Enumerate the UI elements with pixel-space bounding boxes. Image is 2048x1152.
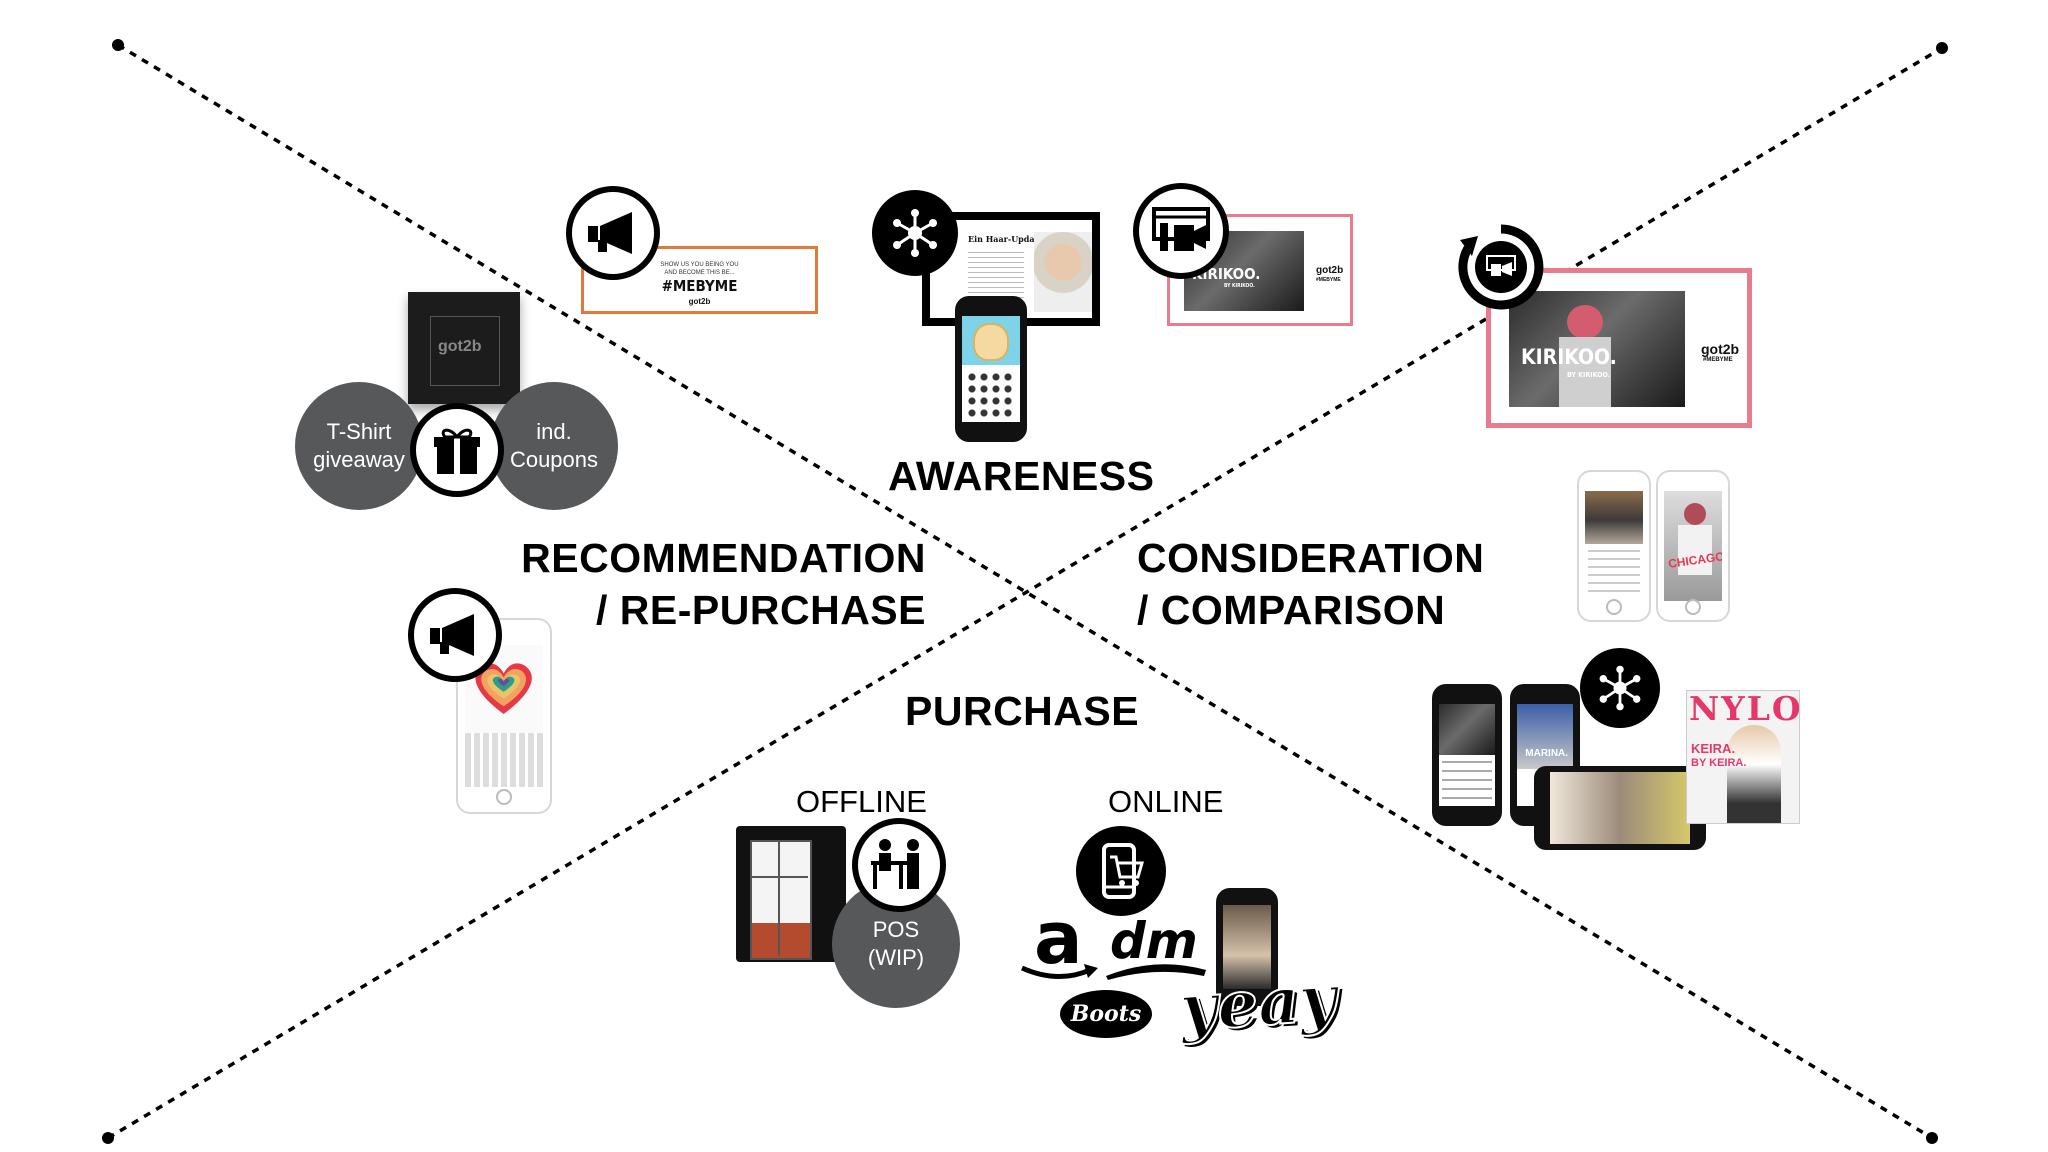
bitmoji-phone-image — [955, 296, 1027, 442]
channel-offline-label: OFFLINE — [796, 784, 927, 819]
channel-online-label: ONLINE — [1108, 784, 1224, 819]
article-title: Ein Haar-Update — [968, 234, 1044, 244]
endpoint-dot-top-right — [1936, 42, 1948, 54]
ind-coupons-circle: ind.Coupons — [490, 382, 618, 510]
consideration-line-2: / COMPARISON — [1137, 587, 1446, 633]
dm-logo: dm — [1110, 912, 1198, 970]
consideration-line-1: CONSIDERATION — [1137, 535, 1485, 581]
recommendation-line-2: / RE-PURCHASE — [596, 587, 926, 633]
magazine-title: NYLON — [1689, 690, 1800, 728]
photo-booth-image — [736, 826, 846, 962]
video-ad-icon-circle — [1133, 183, 1229, 279]
megaphone-icon-circle-recommendation — [408, 588, 502, 682]
megaphone-icon — [430, 614, 474, 656]
endpoint-dot-bottom-right — [1926, 1132, 1938, 1144]
diagonal-bottom-left-to-top-right — [107, 46, 1943, 1140]
yeay-logo: yeay — [1177, 960, 1340, 1048]
heart-sticker — [475, 663, 533, 714]
diagonal-top-left-to-bottom-right — [117, 43, 1933, 1140]
magazine-cover-text-1: KEIRA. — [1691, 741, 1736, 756]
megaphone-icon — [588, 212, 632, 254]
mebyme-hashtag: #MEBYME — [661, 277, 738, 295]
endpoint-dot-bottom-left — [102, 1132, 114, 1144]
phone-caption: MARINA. — [1525, 747, 1569, 759]
box-logo: got2b — [438, 338, 482, 355]
refresh-video-icon-circle — [1456, 222, 1546, 312]
product-box-image: got2b — [408, 292, 520, 404]
amazon-logo: a — [1034, 896, 1083, 980]
endpoint-dot-top-left — [112, 39, 124, 51]
banner-small-line-2: AND BECOME THIS BE... — [664, 270, 735, 276]
network-icon-circle-consideration — [1580, 648, 1660, 728]
mobile-cart-icon — [1102, 843, 1144, 899]
magazine-cover-text-2: BY KEIRA. — [1691, 757, 1747, 769]
network-icon-circle-awareness — [872, 190, 958, 276]
mebyme-banner: SHOW US YOU BEING YOU AND BECOME THIS BE… — [581, 246, 818, 314]
pos-counter-icon-circle — [852, 818, 946, 912]
network-icon — [1599, 665, 1641, 711]
video-ad-icon — [1152, 207, 1210, 251]
heart-sticker-phone-image — [456, 618, 552, 814]
instagram-stories-phone-image: CHICAGO — [1656, 470, 1730, 622]
instagram-feed-phone-image — [1577, 470, 1651, 622]
stage-awareness: AWARENESS — [888, 453, 1155, 499]
network-icon — [893, 209, 937, 257]
stage-recommendation: RECOMMENDATION / RE-PURCHASE — [510, 532, 926, 636]
video-phone-image-1 — [1432, 684, 1502, 826]
kirikoo-photo-large: KIRIKOO. BY KIRIKOO. — [1509, 291, 1685, 407]
gift-icon-circle — [410, 403, 504, 497]
banner-small-line-1: SHOW US YOU BEING YOU — [660, 262, 739, 268]
gift-icon — [434, 428, 480, 474]
yeay-video-phone-image — [1216, 888, 1278, 1006]
landscape-video-phone-image — [1534, 766, 1706, 850]
megaphone-icon-circle-awareness — [566, 186, 660, 280]
stage-purchase: PURCHASE — [905, 688, 1140, 734]
dm-swoosh — [1106, 964, 1206, 980]
mebyme-brand: got2b — [688, 297, 711, 306]
recommendation-line-1: RECOMMENDATION — [521, 535, 926, 581]
stage-consideration: CONSIDERATION / COMPARISON — [1137, 532, 1484, 636]
kirikoo-banner-large: KIRIKOO. BY KIRIKOO. got2b #MEBYME — [1486, 268, 1752, 428]
mobile-cart-icon-circle — [1076, 826, 1166, 916]
amazon-smile — [1020, 964, 1098, 980]
pos-counter-icon — [871, 839, 919, 889]
nylon-magazine-cover-image: NYLON KEIRA. BY KEIRA. — [1686, 690, 1800, 824]
boots-logo: Boots — [1060, 990, 1152, 1038]
refresh-video-icon — [1458, 224, 1544, 310]
